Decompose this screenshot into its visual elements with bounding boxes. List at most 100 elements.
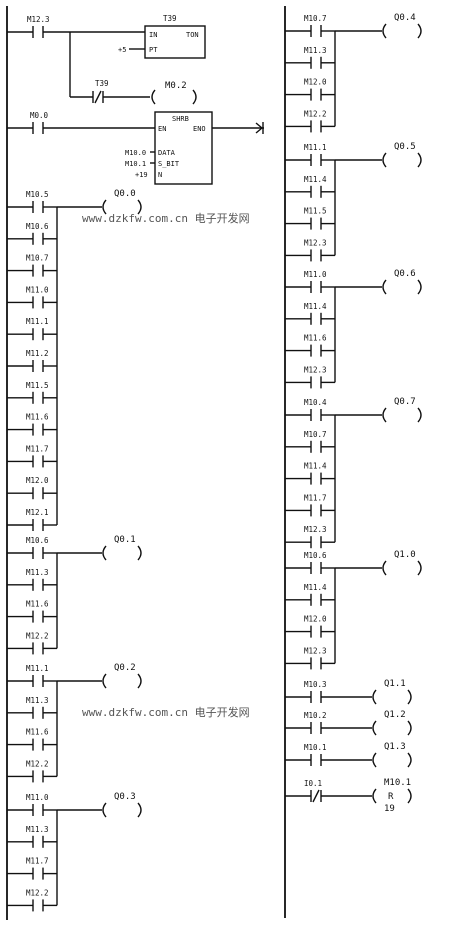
coil-label: Q0.2 xyxy=(114,663,136,673)
coil xyxy=(192,89,197,105)
contact-label: M11.3 xyxy=(26,696,49,705)
coil xyxy=(407,720,412,736)
coil xyxy=(382,23,387,39)
shrb-n-operand: +19 xyxy=(135,171,148,179)
timer-block xyxy=(144,25,206,59)
contact-label: M11.1 xyxy=(304,143,327,152)
arrow xyxy=(255,127,263,134)
contact-label: M11.4 xyxy=(304,462,327,471)
coil xyxy=(372,788,377,804)
shrb-n-pin: N xyxy=(158,171,162,179)
coil xyxy=(417,152,422,168)
coil xyxy=(372,689,377,705)
shrb-en-pin: EN xyxy=(158,125,166,133)
coil xyxy=(407,788,412,804)
network-q0-0: M10.5M10.6M10.7M11.0M11.1M11.2M11.5M11.6… xyxy=(7,189,142,531)
watermark-bottom: www.dzkfw.com.cn 电子开发网 xyxy=(82,705,250,719)
network-q1-1: M10.3 Q1.1 xyxy=(285,679,412,705)
contact-label: M11.0 xyxy=(26,285,49,294)
coil xyxy=(137,199,142,215)
contact-nc-slash xyxy=(94,90,102,104)
contact-label: M11.7 xyxy=(304,493,327,502)
timer-network: M12.3 T39 IN TON PT +5 T39 M0.2 xyxy=(7,14,206,105)
timer-pt-pin: PT xyxy=(149,46,158,54)
contact-label: M12.3 xyxy=(304,525,327,534)
coil-label: Q0.3 xyxy=(114,792,136,802)
contact-label: M11.4 xyxy=(304,302,327,311)
shrb-data-operand: M10.0 xyxy=(125,149,146,157)
contact-label: M11.5 xyxy=(304,207,327,216)
contact-label: T39 xyxy=(95,79,109,88)
contact-label: M10.2 xyxy=(304,711,327,720)
coil-label: M0.2 xyxy=(165,81,187,91)
contact-label: M11.4 xyxy=(304,175,327,184)
coil xyxy=(382,152,387,168)
coil-label: Q0.7 xyxy=(394,397,416,407)
coil-label: Q0.4 xyxy=(394,13,416,23)
timer-name: T39 xyxy=(163,14,177,23)
coil xyxy=(137,673,142,689)
timer-preset: +5 xyxy=(118,46,126,54)
contact-label: M10.3 xyxy=(304,680,327,689)
coil-reset-type: R xyxy=(388,792,394,802)
contact-label: M11.3 xyxy=(26,825,49,834)
contact-label: M11.6 xyxy=(304,334,327,343)
contact-label: I0.1 xyxy=(304,779,322,788)
coil xyxy=(372,752,377,768)
coil xyxy=(137,545,142,561)
contact-label: M12.2 xyxy=(26,888,49,897)
contact-label: M10.4 xyxy=(304,398,327,407)
shift-register-network: M0.0 SHRB EN ENO DATA S_BIT N M10.0 M10.… xyxy=(7,111,264,185)
coil-label: Q1.1 xyxy=(384,679,406,689)
contact-label: M12.3 xyxy=(304,238,327,247)
timer-type: TON xyxy=(186,31,199,39)
contact-label: M10.6 xyxy=(304,551,327,560)
contact-label: M11.0 xyxy=(26,793,49,802)
contact-label: M11.1 xyxy=(26,317,49,326)
coil-label: Q0.1 xyxy=(114,535,136,545)
shrb-data-pin: DATA xyxy=(158,149,176,157)
coil xyxy=(372,720,377,736)
contact-label: M12.3 xyxy=(304,646,327,655)
contact-label: M11.3 xyxy=(304,46,327,55)
network-q1-3: M10.1 Q1.3 xyxy=(285,742,412,768)
contact-label: M11.5 xyxy=(26,381,49,390)
contact-label: M10.1 xyxy=(304,743,327,752)
contact-label: M11.6 xyxy=(26,728,49,737)
contact-label: M10.7 xyxy=(304,430,327,439)
contact-label: M12.2 xyxy=(26,631,49,640)
coil xyxy=(382,407,387,423)
contact-label: M12.3 xyxy=(27,15,50,24)
contact-label: M11.7 xyxy=(26,444,49,453)
shrb-block xyxy=(154,111,213,185)
contact-label: M12.2 xyxy=(26,759,49,768)
coil xyxy=(102,673,107,689)
coil-label: Q1.3 xyxy=(384,742,406,752)
arrow xyxy=(255,122,263,129)
contact-label: M11.1 xyxy=(26,664,49,673)
coil xyxy=(417,560,422,576)
contact-label: M11.2 xyxy=(26,349,49,358)
contact-label: M12.1 xyxy=(26,508,49,517)
coil xyxy=(417,23,422,39)
contact-label: M10.6 xyxy=(26,222,49,231)
contact-label: M11.6 xyxy=(26,413,49,422)
contact-label: M12.0 xyxy=(304,78,327,87)
coil-label: M10.1 xyxy=(384,778,411,788)
contact-label: M11.6 xyxy=(26,600,49,609)
contact-nc-slash xyxy=(312,789,320,803)
contact-label: M11.7 xyxy=(26,857,49,866)
timer-in-pin: IN xyxy=(149,31,157,39)
watermark-top: www.dzkfw.com.cn 电子开发网 xyxy=(82,211,250,225)
coil-label: Q0.5 xyxy=(394,142,416,152)
coil-reset-count: 19 xyxy=(384,804,395,814)
coil-label: Q0.0 xyxy=(114,189,136,199)
contact-label: M11.4 xyxy=(304,583,327,592)
